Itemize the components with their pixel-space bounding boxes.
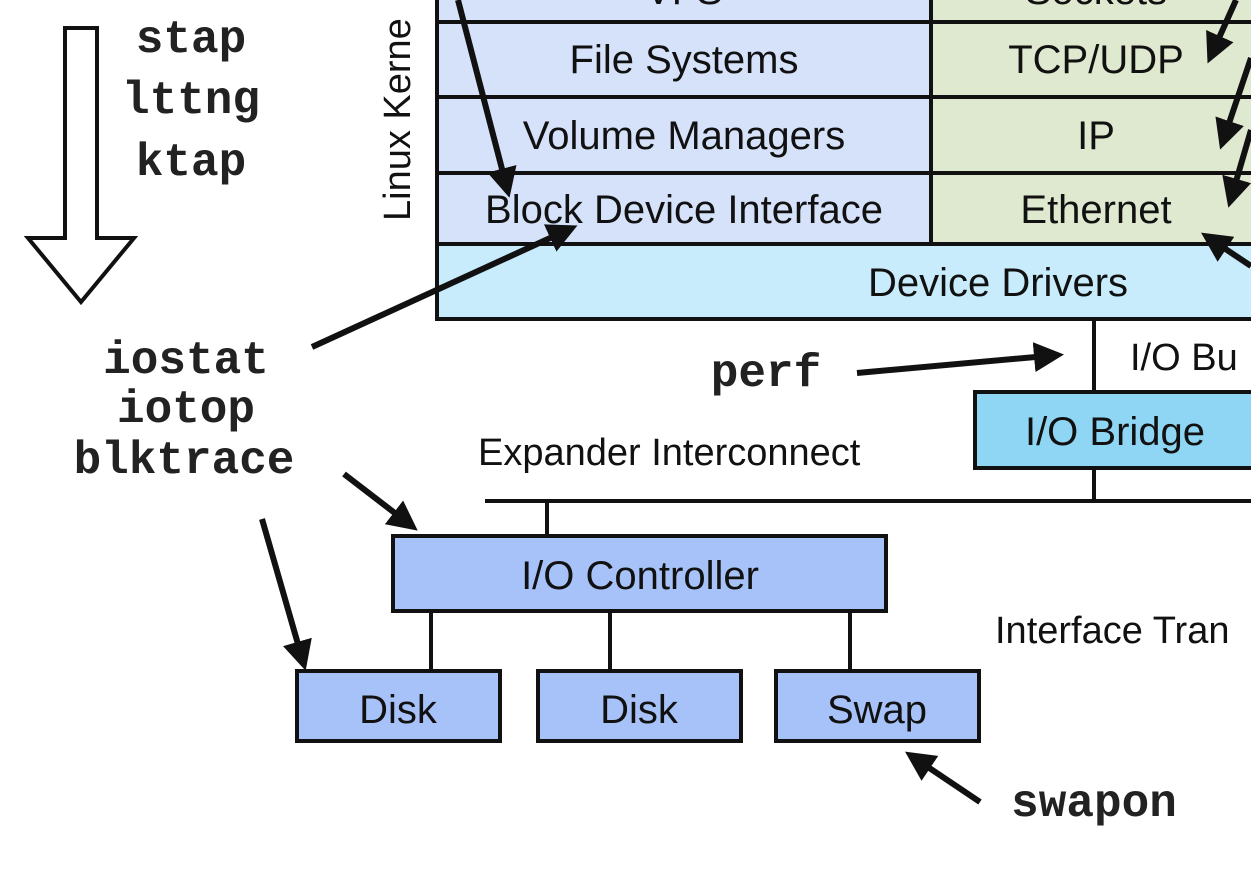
tool-iotop: iotop [117,384,255,436]
tool-iostat: iostat [103,335,269,387]
arrow-to-ethernet-lower [1201,232,1251,269]
interface-transports-label: Interface Tran [995,610,1229,652]
ip-box [929,95,1251,175]
sockets-label: Sockets [1025,0,1167,13]
ip-label: IP [1077,114,1115,158]
tool-blktrace: blktrace [74,435,295,487]
arrow-perf-to-io-bus [856,342,1064,376]
disk-label: Disk [359,688,438,732]
io-controller-label: I/O Controller [521,554,759,598]
swap-label: Swap [827,688,927,732]
device-drivers-label: Device Drivers [868,261,1128,305]
storage-stack: VFS File Systems Volume Managers Block D… [435,0,933,246]
arrow-swapon-to-swap [905,751,982,805]
down-arrow-icon [23,26,139,306]
disk-box [536,669,743,743]
io-bridge-box [973,390,1251,470]
arrow-blktrace-to-disk [259,518,312,671]
arrow-to-ethernet [1222,129,1251,208]
tool-perf: perf [711,348,821,400]
file-systems-label: File Systems [570,38,799,82]
tool-lttng: lttng [122,75,260,127]
arrow-iostat-to-block-device-interface [310,224,578,350]
ethernet-box [929,171,1251,246]
tool-ktap: ktap [136,137,246,189]
vfs-label: VFS [645,0,723,13]
io-bridge-label: I/O Bridge [1025,410,1205,454]
arrow-to-tcp-udp [1206,0,1239,64]
block-device-interface-box [435,171,933,246]
device-drivers-box [435,242,1251,321]
io-controller-box [391,534,888,613]
tcp-udp-label: TCP/UDP [1008,38,1184,82]
swap-box [774,669,981,743]
expander-interconnect-label: Expander Interconnect [478,432,861,474]
arrow-blktrace-to-io-controller [342,471,418,531]
tool-stap: stap [136,14,246,66]
ethernet-label: Ethernet [1020,188,1171,232]
io-bus-label: I/O Bu [1130,337,1238,379]
block-device-interface-label: Block Device Interface [485,188,883,232]
network-stack: Sockets TCP/UDP IP Ethernet [929,0,1251,246]
arrow-to-block-device-interface [455,0,517,198]
disk-label: Disk [600,688,679,732]
volume-managers-label: Volume Managers [523,114,845,158]
linux-kernel-label: Linux Kerne [377,18,419,221]
tool-swapon: swapon [1011,778,1177,830]
arrow-to-ip [1215,57,1251,150]
disk-box [295,669,502,743]
